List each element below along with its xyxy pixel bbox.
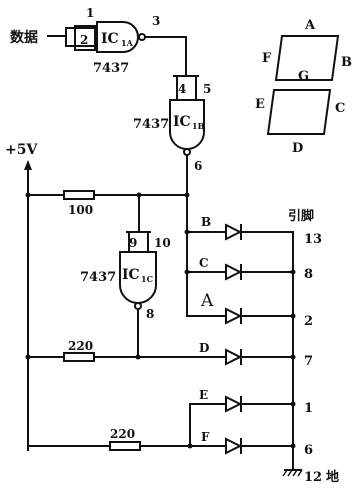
gate-ic1c-pin-in2: 10 — [154, 236, 171, 250]
resistor-r3 — [109, 441, 141, 451]
gate-ic1a-input-tie — [74, 25, 96, 51]
row-b-pin: 13 — [304, 232, 322, 247]
segment-label-e: E — [255, 97, 265, 112]
junction-dot — [25, 354, 31, 360]
gate-ic1b-pin-in1: 4 — [178, 82, 186, 96]
resistor-r1 — [63, 190, 95, 200]
gate-ic1a-pin-out: 3 — [152, 14, 160, 28]
gate-ic1b-pin-out: 6 — [194, 159, 202, 173]
gate-ic1b-part: 7437 — [133, 117, 169, 132]
diode-d-icon — [225, 348, 243, 366]
diode-row-b: B 13 — [186, 215, 322, 247]
resistor-r1-value: 100 — [68, 203, 93, 217]
pins-header: 引脚 — [288, 208, 314, 224]
ground-symbol: 12 地 — [282, 469, 339, 485]
gate-ic1b-pin-in2: 5 — [203, 82, 211, 96]
junction-dot — [25, 192, 31, 198]
segment-label-g: G — [298, 69, 309, 84]
diode-a-icon — [225, 307, 243, 325]
gate-ic1b: IC 1B 7437 4 5 6 — [133, 82, 211, 173]
segment-label-d: D — [292, 141, 303, 156]
diode-row-f: 220 F 6 — [27, 427, 313, 458]
segment-label-c: C — [335, 101, 345, 116]
ground-label: 地 — [326, 469, 339, 485]
gate-ic1c-pin-in1: 9 — [129, 236, 137, 250]
row-e-pin: 1 — [304, 401, 313, 416]
row-c-segment: C — [199, 256, 209, 270]
gate-ic1a-pin-in2: 2 — [80, 33, 88, 47]
diode-f-icon — [225, 437, 243, 455]
row-f-segment: F — [201, 430, 210, 444]
gate-ic1a-sub: 1A — [121, 38, 134, 48]
resistor-r2 — [63, 352, 95, 362]
gate-ic1c: IC 1C 7437 9 10 8 — [80, 236, 171, 321]
row-b-segment: B — [201, 215, 211, 229]
data-input-label: 数据 — [10, 29, 38, 46]
diode-e-icon — [225, 395, 243, 413]
gate-ic1a: IC 1A 7437 1 2 3 — [80, 6, 160, 76]
diode-row-d: 220 D 7 — [27, 339, 313, 369]
gate-ic1b-name: IC — [173, 114, 191, 130]
gate-ic1c-sub: 1C — [141, 274, 153, 284]
gate-ic1a-part: 7437 — [93, 61, 129, 76]
gate-ic1a-name: IC — [101, 31, 119, 47]
segment-label-b: B — [341, 55, 352, 70]
gate-ic1c-pin-out: 8 — [146, 307, 154, 321]
row-a-segment: A — [200, 291, 214, 311]
row-c-pin: 8 — [304, 267, 313, 282]
gate-ic1c-part: 7437 — [80, 270, 116, 285]
row-a-pin: 2 — [304, 314, 313, 329]
resistor-r3-value: 220 — [110, 427, 135, 441]
diode-row-c: C 8 — [186, 256, 313, 282]
wire-ic1a-to-ic1b — [144, 36, 187, 77]
wire-data-in2 — [65, 35, 98, 47]
display-upper-box — [274, 35, 340, 81]
resistor-r2-value: 220 — [68, 339, 93, 353]
row-e-segment: E — [199, 388, 208, 402]
diode-c-icon — [225, 263, 243, 281]
diode-row-e: E 1 — [189, 388, 313, 416]
row-f-pin: 6 — [304, 443, 313, 458]
ground-hatch — [297, 469, 303, 477]
ground-hatch — [287, 469, 293, 477]
ground-pin: 12 — [304, 470, 322, 485]
display-lower-box — [266, 89, 332, 135]
segment-label-a: A — [304, 18, 316, 33]
diode-b-icon — [225, 223, 243, 241]
gate-ic1a-pin-in1: 1 — [86, 6, 94, 20]
ground-hatch — [292, 469, 298, 477]
gate-ic1c-name: IC — [122, 267, 140, 283]
junction-dot — [187, 443, 193, 449]
segment-label-f: F — [262, 51, 272, 66]
wire-data-in1 — [47, 27, 98, 37]
gate-ic1a-body — [96, 21, 139, 53]
diode-row-a: A 2 — [186, 291, 313, 329]
supply-label: +5V — [5, 142, 38, 158]
row-d-segment: D — [199, 341, 209, 355]
seven-segment-display: A B C D E F G — [255, 18, 352, 156]
ground-hatch — [282, 469, 288, 477]
gate-ic1b-sub: 1B — [192, 121, 205, 131]
row-d-pin: 7 — [304, 354, 313, 369]
